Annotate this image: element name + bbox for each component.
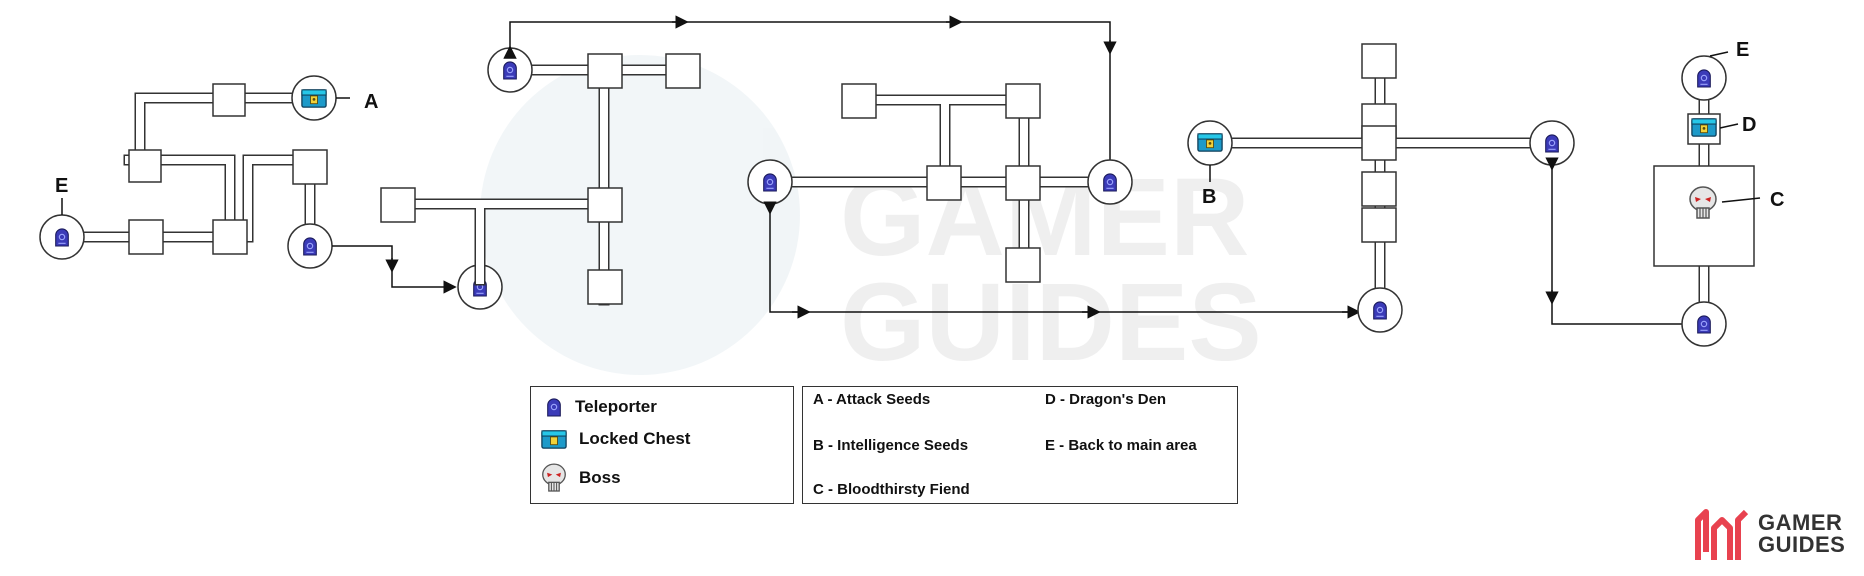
teleporter-icon bbox=[1373, 301, 1387, 320]
marker-b: B bbox=[1202, 186, 1216, 208]
locked-chest-icon bbox=[1691, 118, 1717, 137]
marker-d: D bbox=[1742, 114, 1756, 136]
map-section-5: E D C bbox=[1653, 39, 1784, 347]
svg-text:GUIDES: GUIDES bbox=[840, 261, 1262, 384]
map-section-4: B bbox=[1187, 43, 1686, 333]
brand-logo: GAMER GUIDES bbox=[1692, 506, 1845, 562]
legend-panel: Teleporter Locked Chest Boss bbox=[530, 386, 794, 504]
teleporter-icon bbox=[547, 398, 561, 417]
legend-boss-label: Boss bbox=[579, 468, 621, 487]
locked-chest-icon bbox=[541, 429, 567, 449]
brand-line2: GUIDES bbox=[1758, 532, 1846, 557]
locked-chest-icon bbox=[301, 89, 327, 108]
map-section-1: E A bbox=[39, 75, 503, 310]
gamer-guides-logo-icon bbox=[1695, 509, 1749, 560]
key-c: C - Bloodthirsty Fiend bbox=[813, 481, 970, 498]
key-panel: A - Attack Seeds B - Intelligence Seeds … bbox=[802, 386, 1238, 504]
teleporter-icon bbox=[503, 61, 517, 80]
legend-chest: Locked Chest bbox=[541, 429, 690, 449]
teleporter-icon bbox=[763, 173, 777, 192]
teleporter-icon bbox=[1545, 134, 1559, 153]
legend-teleporter-label: Teleporter bbox=[575, 397, 657, 416]
key-b: B - Intelligence Seeds bbox=[813, 437, 969, 454]
key-d: D - Dragon's Den bbox=[1045, 391, 1167, 408]
key-a: A - Attack Seeds bbox=[813, 391, 931, 408]
legend-teleporter: Teleporter bbox=[545, 397, 657, 417]
teleporter-icon bbox=[1697, 315, 1711, 334]
marker-e-right: E bbox=[1736, 39, 1749, 61]
map-section-3 bbox=[747, 83, 1361, 319]
legend-chest-label: Locked Chest bbox=[579, 429, 691, 448]
boss-skull-icon bbox=[542, 463, 566, 492]
legend-boss: Boss bbox=[541, 463, 621, 493]
marker-a: A bbox=[364, 91, 378, 113]
map-section-2 bbox=[380, 15, 1117, 306]
teleporter-icon bbox=[1697, 69, 1711, 88]
teleporter-icon bbox=[55, 228, 69, 247]
marker-c: C bbox=[1770, 189, 1784, 211]
brand-line1: GAMER bbox=[1758, 510, 1843, 535]
marker-e-left: E bbox=[55, 175, 68, 197]
teleporter-icon bbox=[303, 237, 317, 256]
teleporter-icon bbox=[1103, 173, 1117, 192]
watermark: GAMER GUIDES bbox=[480, 55, 1262, 384]
key-e: E - Back to main area bbox=[1045, 437, 1197, 454]
locked-chest-icon bbox=[1197, 133, 1223, 152]
